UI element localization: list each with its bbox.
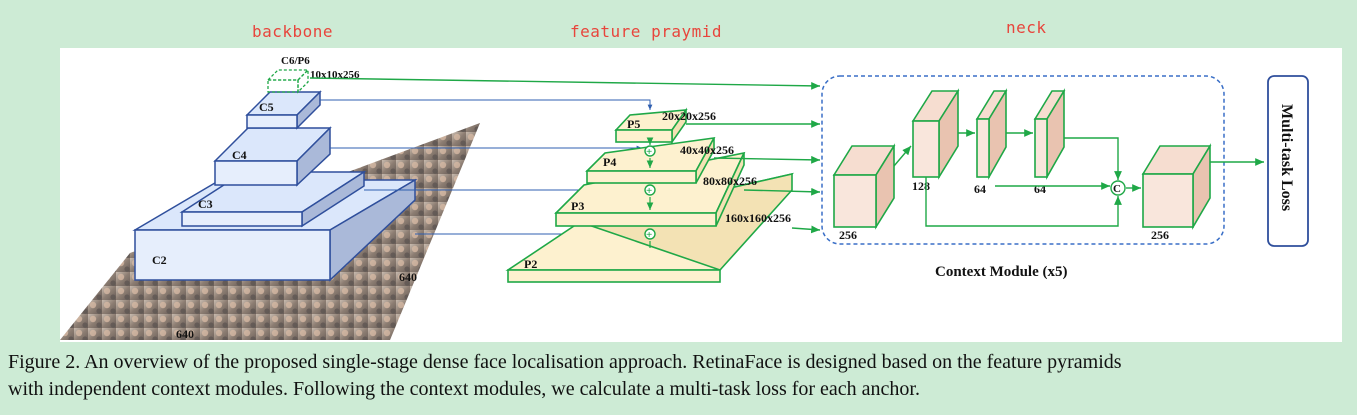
input-width-label: 640 [399, 270, 417, 284]
context-branch2b-channels: 64 [1034, 182, 1046, 196]
feature-pyramid-section-label: feature praymid [570, 22, 722, 41]
backbone-c4-block [213, 126, 332, 187]
multitask-loss-label: Multi-task Loss [1278, 104, 1295, 211]
architecture-diagram: 640 640 C2 C3 C4 C5 [60, 55, 1309, 341]
pyramid-p5-block [614, 107, 688, 145]
backbone-c2-label: C2 [152, 253, 167, 267]
context-input-block [832, 143, 896, 230]
svg-text:+: + [646, 229, 652, 241]
pyramid-p5-label: P5 [627, 117, 640, 131]
input-height-label: 640 [176, 327, 194, 341]
diagram-panel: 640 640 C2 C3 C4 C5 [60, 48, 1342, 342]
sum-nodes: + + + [644, 145, 656, 241]
pyramid-p3-size: 80x80x256 [703, 174, 757, 188]
caption-line-1: Figure 2. An overview of the proposed si… [8, 351, 1122, 373]
pyramid-p5-size: 20x20x256 [662, 109, 716, 123]
context-branch2b-block [1033, 88, 1066, 181]
backbone-c4-label: C4 [232, 148, 247, 162]
context-output-block [1141, 143, 1212, 230]
context-internal-arrows [893, 129, 1264, 227]
context-branch1-channels: 128 [912, 179, 930, 193]
pyramid-p4-size: 40x40x256 [680, 143, 734, 157]
context-module-box [821, 75, 1225, 245]
context-module-title: Context Module (x5) [935, 264, 1067, 280]
neck-section-label: neck [1006, 18, 1047, 37]
svg-text:+: + [646, 185, 652, 197]
context-input-channels: 256 [839, 228, 857, 242]
pyramid-to-context-arrows [309, 77, 821, 234]
concat-symbol: C [1113, 183, 1121, 195]
pyramid-p4-label: P4 [603, 155, 616, 169]
backbone-c6p6-label: C6/P6 [281, 55, 310, 67]
backbone-section-label: backbone [252, 22, 334, 41]
svg-text:+: + [646, 146, 652, 158]
context-branch1-block [911, 88, 960, 180]
caption-line-2: with independent context modules. Follow… [8, 378, 920, 400]
backbone-c6p6-block [266, 68, 310, 94]
backbone-c5-label: C5 [259, 100, 274, 114]
multitask-loss-box [1267, 75, 1309, 247]
context-branch2a-block [975, 88, 1008, 181]
backbone-c3-label: C3 [198, 197, 213, 211]
pyramid-p2-label: P2 [524, 257, 537, 271]
figure-caption: Figure 2. An overview of the proposed si… [8, 349, 1353, 403]
pyramid-p2-size: 160x160x256 [725, 211, 791, 225]
context-branch2a-channels: 64 [974, 182, 986, 196]
concat-node [1110, 180, 1126, 196]
pyramid-p3-label: P3 [571, 199, 584, 213]
backbone-c5-block [245, 90, 322, 130]
context-output-channels: 256 [1151, 228, 1169, 242]
